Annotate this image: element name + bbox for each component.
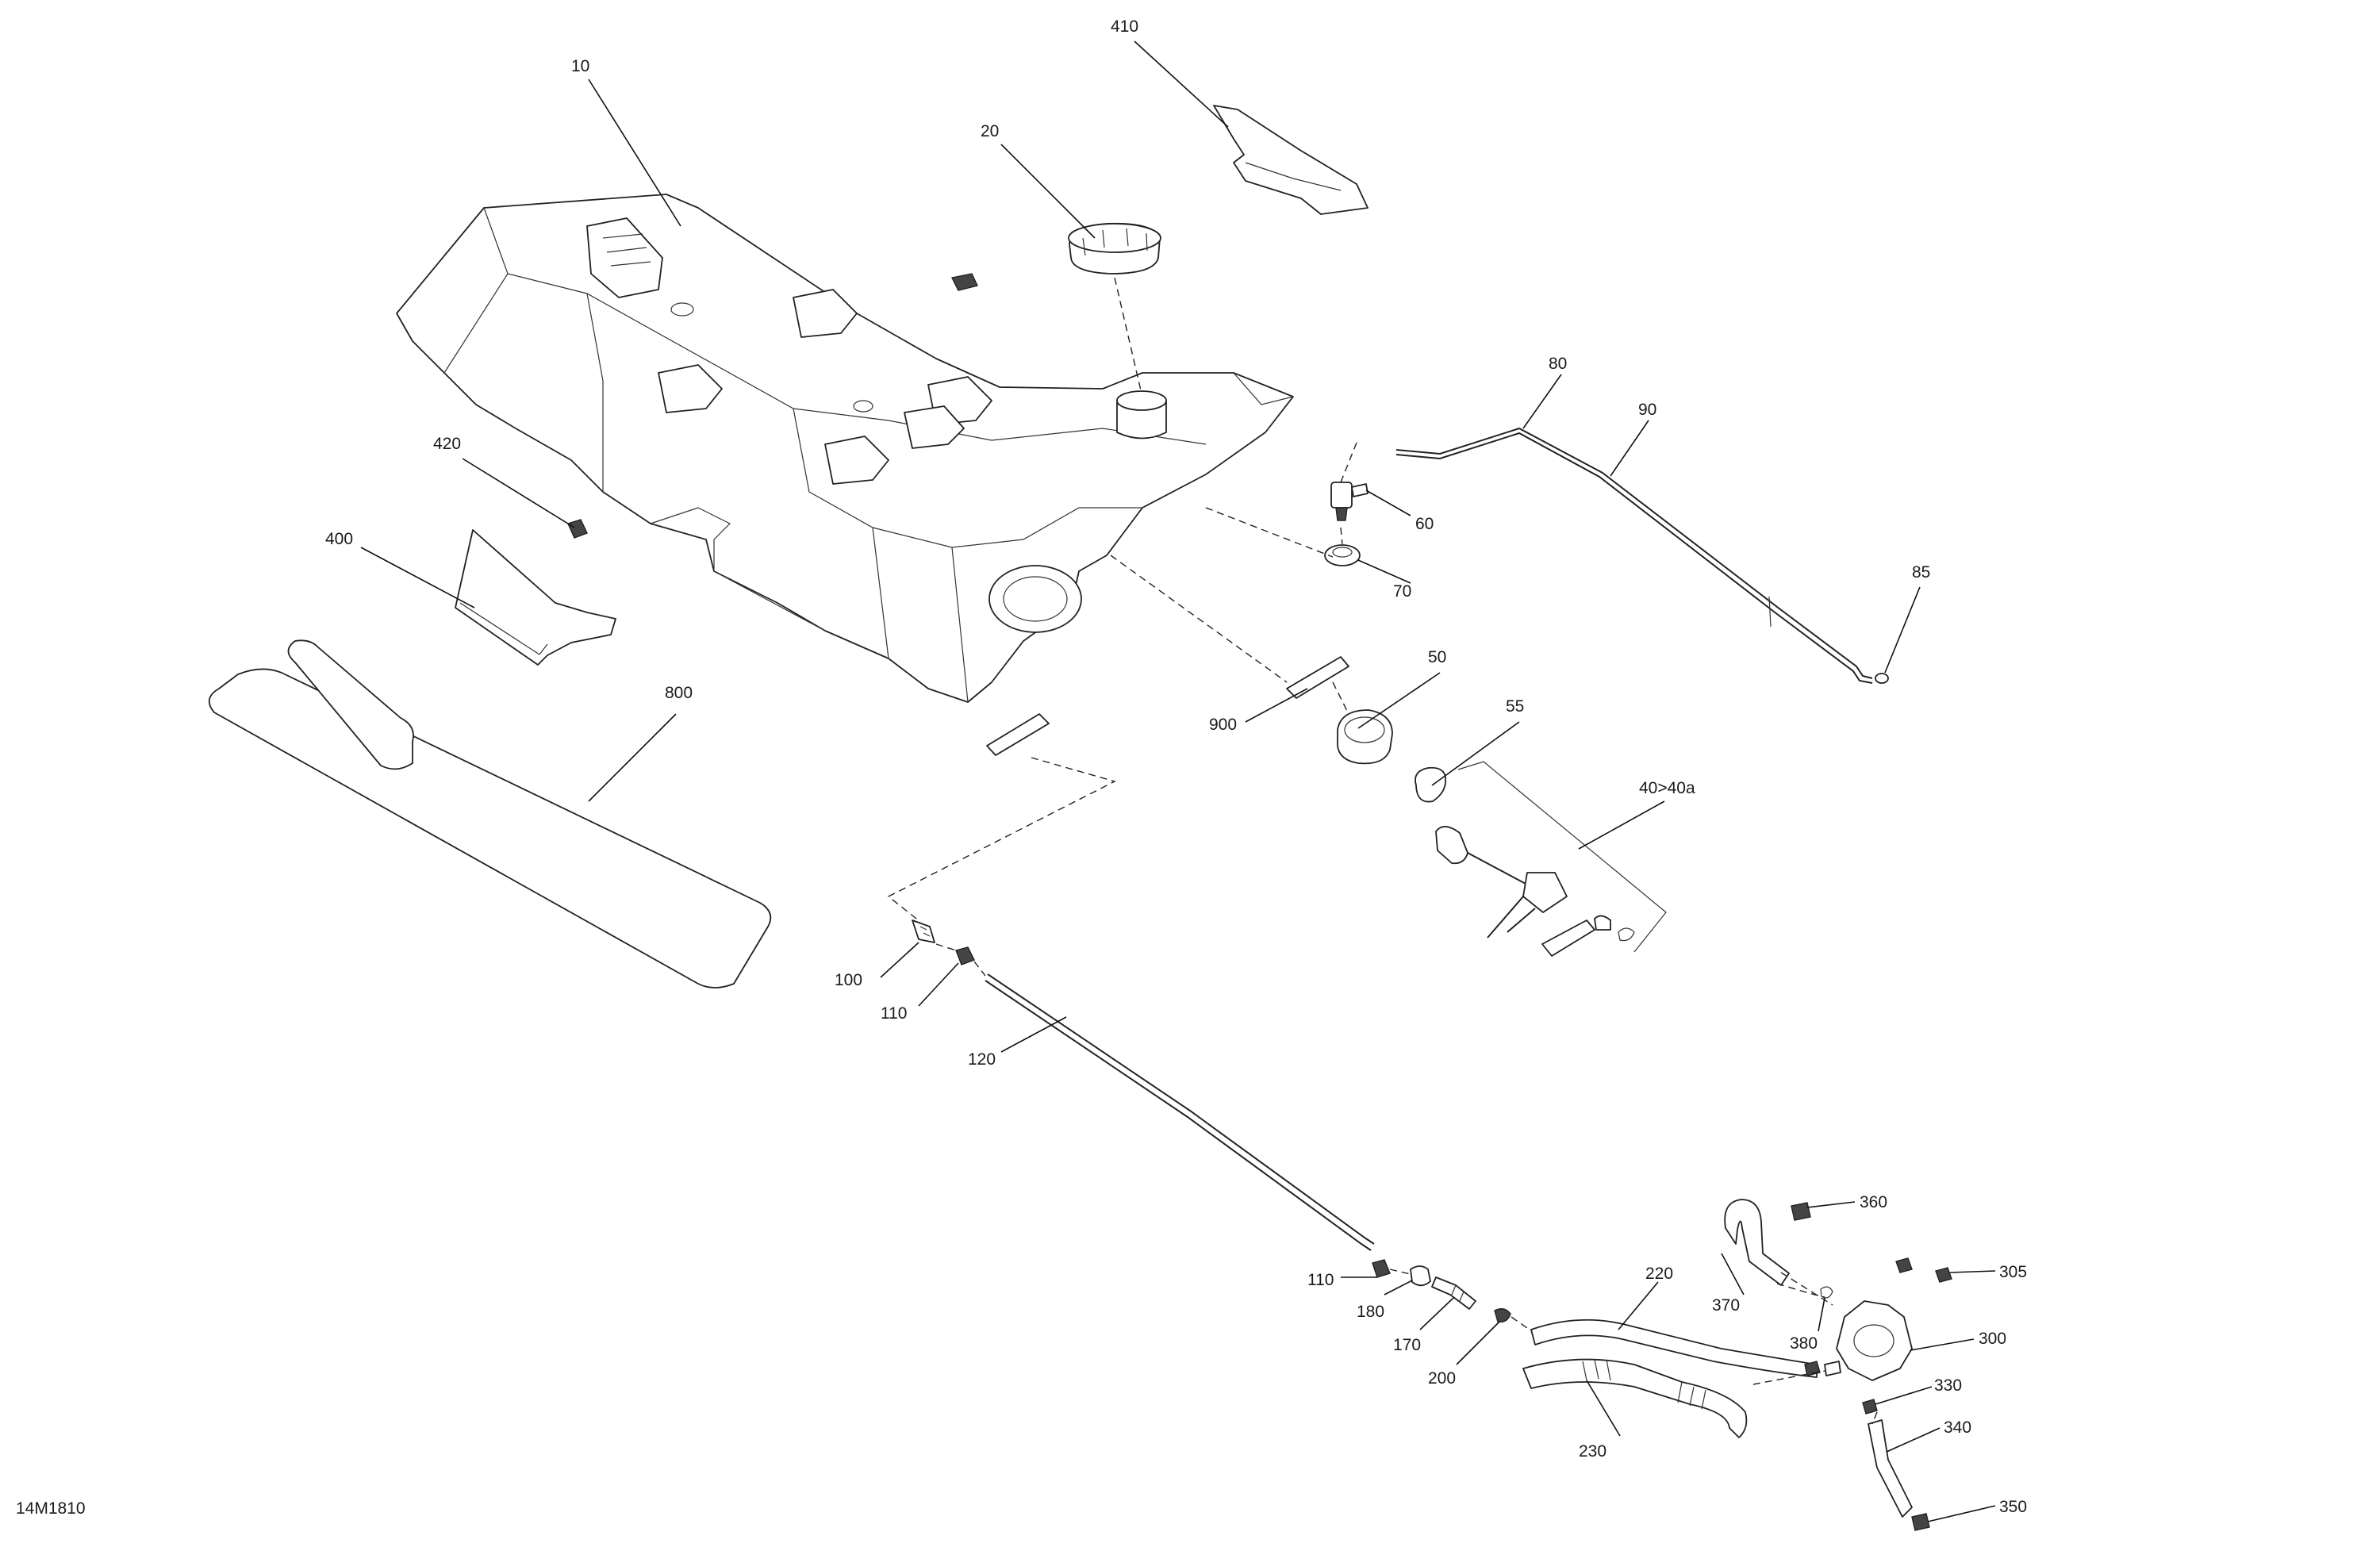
part-410-bracket (1213, 105, 1368, 215)
part-clip-top (950, 273, 978, 291)
callout-220: 220 (1645, 1265, 1673, 1283)
part-305-nut (1935, 1267, 1952, 1283)
part-80-90-vent-tube (1395, 427, 1889, 684)
callout-180: 180 (1357, 1303, 1384, 1321)
part-300-pump (1824, 1300, 1913, 1381)
callout-350: 350 (1999, 1498, 2027, 1516)
callout-20: 20 (981, 122, 999, 140)
callout-55: 55 (1506, 697, 1524, 716)
part-180-fitting (1410, 1265, 1431, 1287)
part-120-fuel-line (985, 973, 1375, 1251)
callout-70: 70 (1393, 582, 1411, 601)
part-70-grommet (1324, 544, 1361, 566)
callout-410: 410 (1111, 17, 1138, 36)
callout-90: 90 (1638, 401, 1656, 419)
callouts: 10 20 410 420 400 800 80 90 60 70 85 50 … (16, 17, 2027, 1518)
callout-370: 370 (1712, 1296, 1740, 1315)
part-900-foam (986, 656, 1349, 756)
callout-200: 200 (1428, 1369, 1456, 1388)
part-110-clamp-b (1372, 1259, 1391, 1278)
callout-300: 300 (1979, 1330, 2006, 1348)
part-400-panel (455, 529, 616, 666)
part-110-clamp-a (955, 946, 975, 965)
callout-230: 230 (1579, 1442, 1606, 1461)
callout-340: 340 (1944, 1418, 1971, 1437)
part-420-clip (567, 519, 588, 539)
part-nut-top (1895, 1257, 1913, 1273)
part-330-clamp (1862, 1399, 1878, 1415)
part-55-gasket (1415, 766, 1447, 803)
callout-10: 10 (571, 57, 589, 75)
part-350-clamp (1911, 1513, 1930, 1531)
part-340-hose (1868, 1419, 1913, 1518)
callout-170: 170 (1393, 1336, 1421, 1354)
callout-100: 100 (835, 971, 862, 989)
callout-360: 360 (1860, 1193, 1887, 1211)
callout-400: 400 (325, 530, 353, 548)
part-360-clamp (1791, 1202, 1811, 1221)
callout-380: 380 (1790, 1334, 1818, 1353)
part-100-fitting (912, 919, 935, 943)
callout-420: 420 (433, 435, 461, 453)
callout-900: 900 (1209, 716, 1237, 734)
callout-50: 50 (1428, 648, 1446, 666)
part-40-fuel-pump (1435, 826, 1635, 957)
leader-lines (360, 40, 1996, 1522)
part-200-clamp (1494, 1308, 1511, 1322)
assembly-bracket (1457, 761, 1667, 953)
callout-80: 80 (1549, 355, 1567, 373)
callout-85: 85 (1912, 563, 1930, 582)
callout-120: 120 (968, 1050, 996, 1069)
callout-60: 60 (1415, 515, 1434, 533)
part-10-fuel-tank (396, 194, 1294, 703)
part-50-ring (1337, 709, 1393, 765)
diagram-code: 14M1810 (16, 1499, 86, 1518)
callout-40-40a: 40>40a (1639, 779, 1695, 797)
callout-800: 800 (665, 684, 693, 702)
callout-330: 330 (1934, 1376, 1962, 1395)
part-60-valve (1330, 482, 1368, 521)
part-230-hose (1522, 1358, 1748, 1438)
part-800-pad (208, 639, 772, 988)
part-20-fuel-cap (1068, 222, 1161, 274)
callout-110-a: 110 (881, 1004, 907, 1023)
part-370-hose (1724, 1199, 1790, 1286)
part-380-clip (1820, 1286, 1833, 1299)
part-170-connector (1431, 1276, 1476, 1310)
callout-305: 305 (1999, 1263, 2027, 1281)
callout-110-b: 110 (1307, 1271, 1334, 1289)
